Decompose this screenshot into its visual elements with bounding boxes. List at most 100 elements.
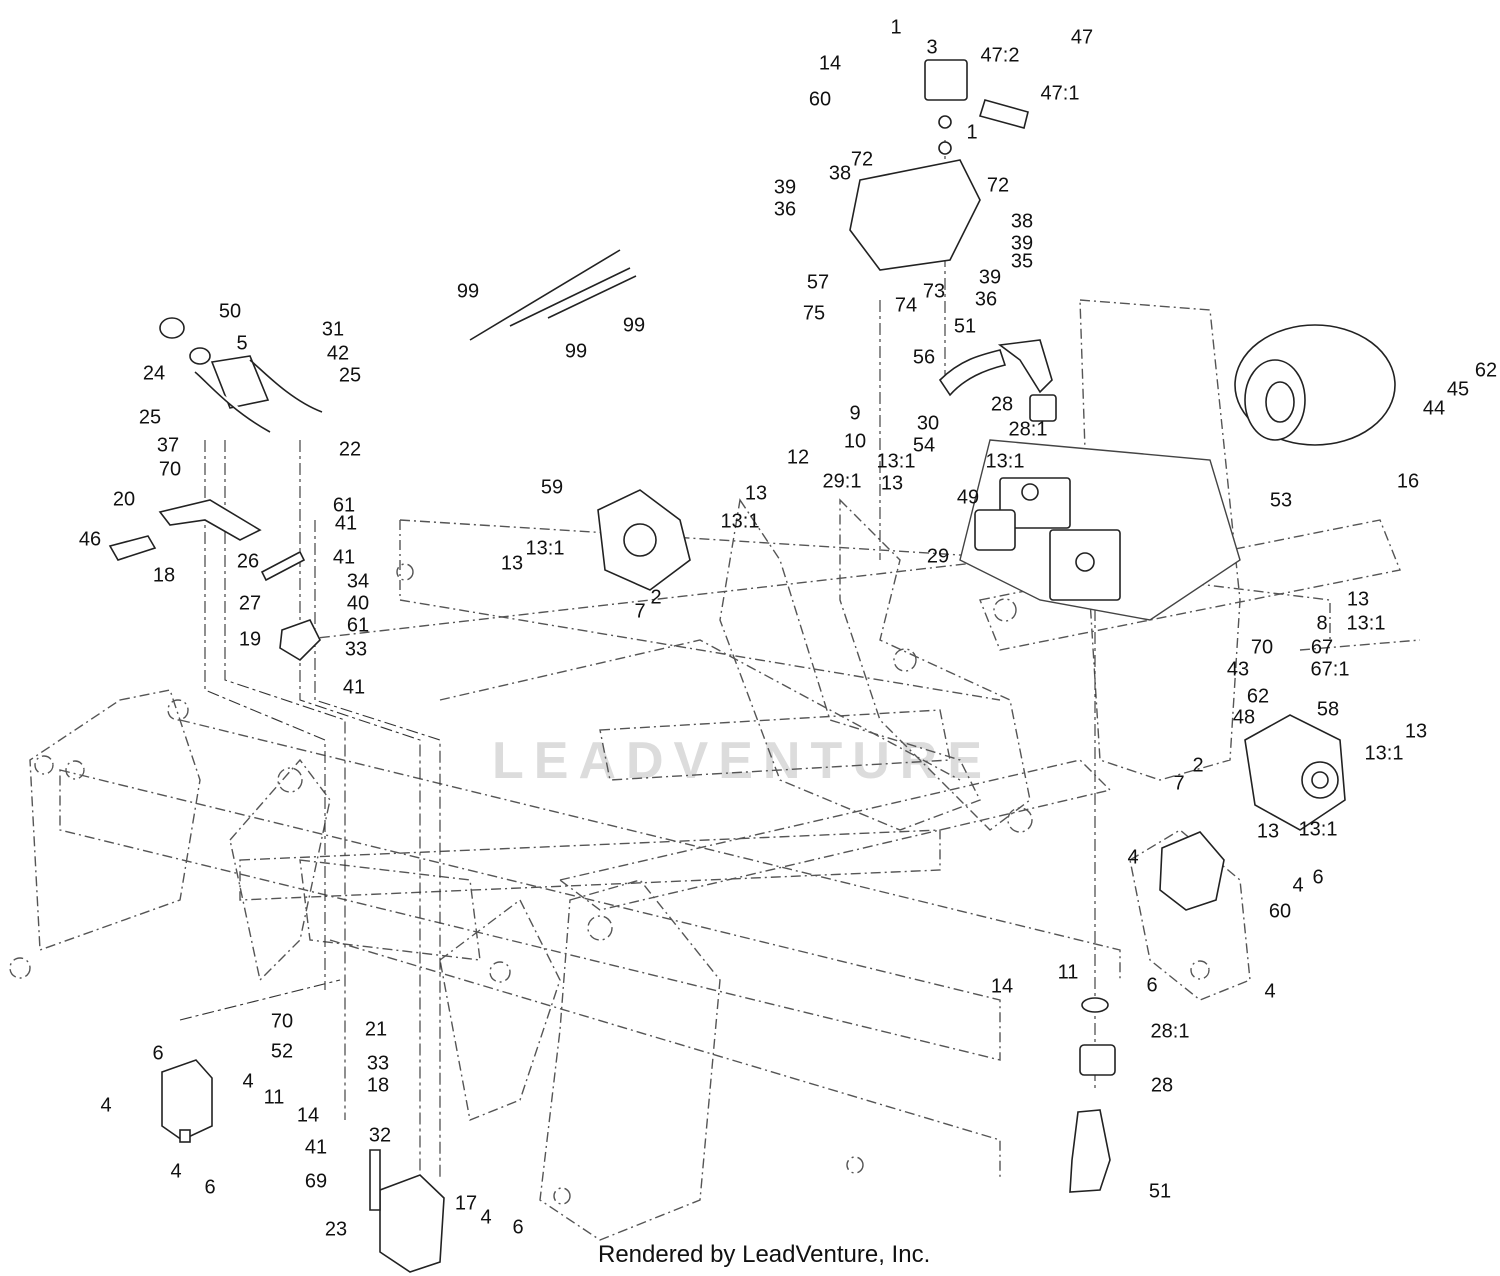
- callout-label: 1: [890, 16, 901, 38]
- callout-label: 38: [1011, 210, 1033, 232]
- callout-label: 11: [1058, 961, 1079, 983]
- hydraulic-pump-assembly: [959, 439, 1241, 621]
- callout-label: 13:1: [1365, 742, 1404, 764]
- callout-label: 67: [1311, 636, 1333, 658]
- manifold-block: [849, 59, 1029, 271]
- callout-label: 31: [322, 318, 344, 340]
- callout-label: 48: [1233, 706, 1255, 728]
- callout-label: 19: [239, 628, 261, 650]
- callout-label: 8: [1316, 612, 1327, 634]
- callout-label: 6: [512, 1216, 523, 1238]
- callout-label: 70: [159, 458, 181, 480]
- callout-label: 7: [1173, 772, 1184, 794]
- callout-label: 33: [367, 1052, 389, 1074]
- callout-label: 28: [991, 393, 1013, 415]
- callout-label: 23: [325, 1218, 347, 1240]
- callout-label: 13: [1347, 588, 1369, 610]
- callout-label: 32: [369, 1124, 391, 1146]
- callout-label: 50: [219, 300, 241, 322]
- footer-credit: Rendered by LeadVenture, Inc.: [598, 1241, 930, 1268]
- callout-label: 28:1: [1009, 418, 1048, 440]
- callout-label: 13: [881, 472, 903, 494]
- callout-label: 20: [113, 488, 135, 510]
- callout-label: 75: [803, 302, 825, 324]
- callout-label: 60: [1269, 900, 1291, 922]
- callout-label: 67:1: [1311, 658, 1350, 680]
- lift-linkage: [108, 317, 323, 662]
- callout-label: 51: [954, 315, 976, 337]
- callout-label: 73: [923, 280, 945, 302]
- callout-label: 54: [913, 434, 935, 456]
- callout-label: 1: [966, 121, 977, 143]
- callout-label: 39: [979, 266, 1001, 288]
- callout-label: 2: [1192, 754, 1203, 776]
- callout-label: 35: [1011, 250, 1033, 272]
- callout-label: 43: [1227, 658, 1249, 680]
- callout-label: 6: [152, 1042, 163, 1064]
- callout-label: 41: [335, 512, 357, 534]
- callout-label: 41: [333, 546, 355, 568]
- callout-label: 6: [204, 1176, 215, 1198]
- callout-label: 3: [926, 36, 937, 58]
- callout-label: 29:1: [823, 470, 862, 492]
- callout-label: 61: [333, 494, 355, 516]
- callout-label: 38: [829, 162, 851, 184]
- callout-label: 39: [1011, 232, 1033, 254]
- callout-label: 42: [327, 342, 349, 364]
- callout-label: 49: [957, 486, 979, 508]
- callout-label: 13: [1257, 820, 1279, 842]
- callout-label: 14: [297, 1104, 319, 1126]
- callout-label: 21: [365, 1018, 387, 1040]
- callout-label: 28:1: [1151, 1020, 1190, 1042]
- callout-label: 69: [305, 1170, 327, 1192]
- callout-label: 62: [1475, 359, 1497, 381]
- callout-label: 13:1: [721, 510, 760, 532]
- callout-label: 2: [650, 586, 661, 608]
- callout-label: 41: [343, 676, 365, 698]
- callout-label: 99: [457, 280, 479, 302]
- callout-label: 25: [339, 364, 361, 386]
- callout-label: 33: [345, 638, 367, 660]
- callout-label: 4: [1127, 846, 1138, 868]
- callout-label: 13:1: [1299, 818, 1338, 840]
- callout-label: 72: [851, 148, 873, 170]
- flywheel-coupler: [1234, 324, 1396, 446]
- callout-label: 58: [1317, 698, 1339, 720]
- callout-label: 4: [1292, 874, 1303, 896]
- callout-label: 28: [1151, 1074, 1173, 1096]
- callout-label: 4: [100, 1094, 111, 1116]
- callout-label: 6: [1312, 866, 1323, 888]
- callout-label: 14: [991, 975, 1013, 997]
- callout-label: 4: [170, 1160, 181, 1182]
- cable-ties: [469, 249, 637, 341]
- callout-label: 13:1: [1347, 612, 1386, 634]
- callout-label: 12: [787, 446, 809, 468]
- callout-label: 34: [347, 570, 369, 592]
- callout-label: 27: [239, 592, 261, 614]
- callout-label: 46: [79, 528, 101, 550]
- callout-label: 29: [927, 545, 949, 567]
- callout-label: 56: [913, 346, 935, 368]
- callout-label: 53: [1270, 489, 1292, 511]
- callout-label: 11: [264, 1086, 285, 1108]
- callout-label: 13:1: [877, 450, 916, 472]
- callout-label: 22: [339, 438, 361, 460]
- callout-label: 40: [347, 592, 369, 614]
- callout-label: 41: [305, 1136, 327, 1158]
- callout-label: 25: [139, 406, 161, 428]
- callout-label: 18: [153, 564, 175, 586]
- callout-label: 70: [271, 1010, 293, 1032]
- callout-label: 18: [367, 1074, 389, 1096]
- callout-label: 13:1: [986, 450, 1025, 472]
- callout-label: 39: [774, 176, 796, 198]
- callout-label: 6: [1146, 974, 1157, 996]
- callout-label: 16: [1397, 470, 1419, 492]
- callout-label: 13: [745, 482, 767, 504]
- callout-label: 14: [819, 52, 841, 74]
- callout-label: 4: [480, 1206, 491, 1228]
- callout-label: 7: [634, 600, 645, 622]
- callout-label: 5: [236, 332, 247, 354]
- callout-label: 37: [157, 434, 179, 456]
- callout-label: 26: [237, 550, 259, 572]
